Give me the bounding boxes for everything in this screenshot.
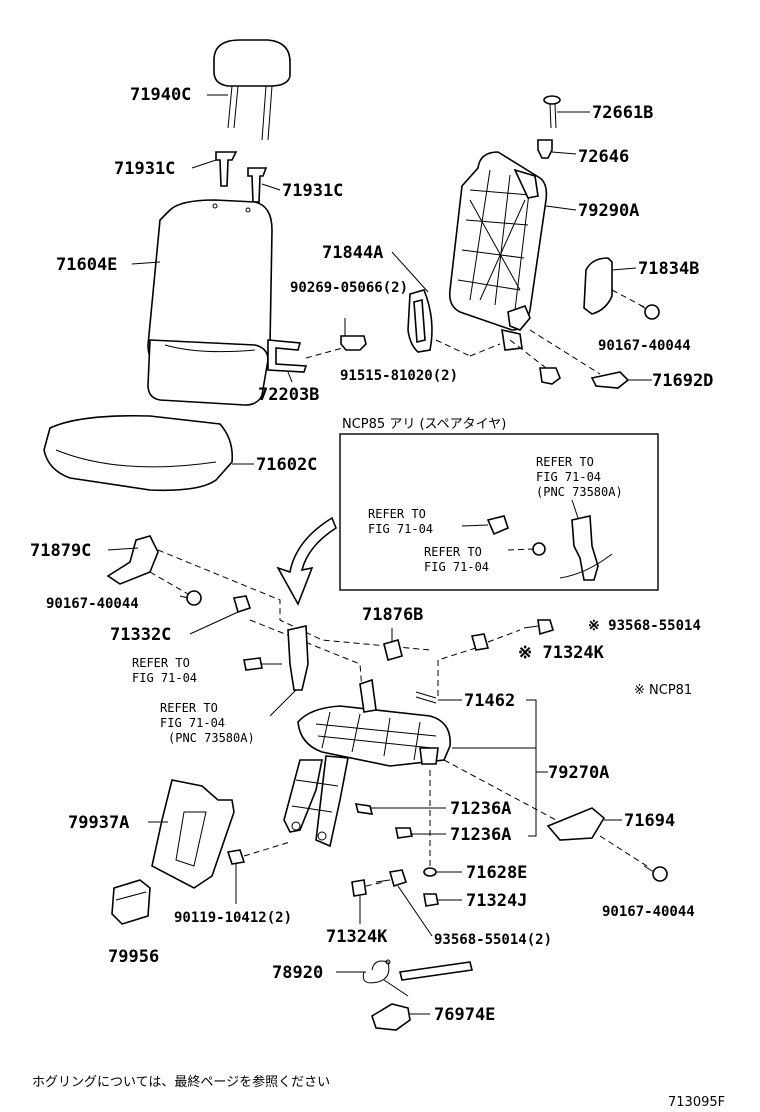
seatback-frame-79290A [448,151,548,351]
label-71602C: 71602C [256,455,317,475]
label-90167-c: 90167-40044 [602,904,695,920]
ref-buckle-line1: REFER TO [160,701,218,715]
seat-frame-79270A [283,678,451,848]
label-71324J: 71324J [466,891,527,911]
label-71462: 71462 [464,691,515,711]
label-90167-b: 90167-40044 [46,596,139,612]
label-71604E: 71604E [56,255,117,275]
label-72203B: 72203B [258,385,319,405]
label-71879C: 71879C [30,541,91,561]
cover-71692D [590,371,630,389]
seatbelt-buckle [287,625,309,691]
panel-79937A [151,779,235,889]
headrest-71940C [213,39,291,141]
washer-71628E [423,867,437,877]
washer-inset [532,542,546,556]
screw-90167-a [639,304,660,320]
clip-71876B [383,639,403,661]
label-71940C: 71940C [130,85,191,105]
label-76974E: 76974E [434,1005,495,1025]
label-71324K-a: ※ 71324K [518,643,605,663]
nut-71332C [232,595,252,614]
label-93568-a: ※ 93568-55014 [588,618,701,634]
label-71324K-b: 71324K [326,927,388,947]
cable-78920 [362,959,473,997]
ref-inset-mid-line2: FIG 71-04 [424,560,489,574]
cover-76974E [371,1003,411,1031]
ref-inset-mid-line1: REFER TO [424,545,482,559]
label-91515: 91515-81020(2) [340,368,458,384]
bolt-72661B [543,95,561,129]
nut-71324K-b [351,879,367,897]
seatbelt-buckle-inset [559,515,613,581]
label-71236A-b: 71236A [450,825,511,845]
label-71628E: 71628E [466,863,527,883]
bolt-buckle [243,657,282,671]
headrest-guide-71931C-right [247,167,268,203]
screw-90167-b [179,590,202,606]
hinge-cover-71844A [407,289,433,353]
ref-buckle-bolt-line1: REFER TO [132,656,190,670]
nut-71324J [423,893,439,907]
ref-inset-top-line1: REFER TO [536,455,594,469]
label-71692D: 71692D [652,371,713,391]
direction-arrow [276,516,337,606]
ref-buckle-bolt-line2: FIG 71-04 [132,671,197,685]
ref-inset-top-line2: FIG 71-04 [536,470,601,484]
clip-71236A-a [354,803,374,815]
inset-title: NCP85 アリ (スペアタイヤ) [342,417,506,432]
label-71844A: 71844A [322,243,383,263]
pin-90269 [340,318,367,351]
label-79290A: 79290A [578,201,639,221]
label-90119: 90119-10412(2) [174,910,292,926]
clip-71236A-b [395,827,413,839]
screw-90167-c [643,865,668,882]
figure-code: 713095F [668,1095,725,1110]
label-90167-a: 90167-40044 [598,338,691,354]
label-71876B: 71876B [362,605,423,625]
footer-note: ホグリングについては、最終ページを参照ください [32,1074,330,1090]
ref-inset-left-line1: REFER TO [368,507,426,521]
label-71931C-left: 71931C [114,159,175,179]
label-79937A: 79937A [68,813,129,833]
nut-inset [486,515,509,536]
ref-buckle-line3: (PNC 73580A) [168,731,255,745]
label-93568-b: 93568-55014(2) [434,932,552,948]
label-72646: 72646 [578,147,629,167]
screw-93568-a [523,619,554,636]
cover-71834B [583,257,613,315]
label-71834B: 71834B [638,259,699,279]
nut-72646 [537,139,553,159]
seatback-cover-71604E [147,199,273,406]
label-79270A: 79270A [548,763,609,783]
label-71236A-a: 71236A [450,799,511,819]
cover-71694 [546,807,606,841]
bolt-91515 [539,367,561,385]
label-71931C-right: 71931C [282,181,343,201]
label-79956: 79956 [108,947,159,967]
inset-ncp85-box [339,433,659,591]
screw-93568-b [375,869,408,888]
label-ncp81-note: ※ NCP81 [634,683,692,698]
part-79956 [111,879,151,925]
label-90269: 90269-05066(2) [290,280,408,296]
seat-cushion-71602C [43,414,234,492]
label-71332C: 71332C [110,625,171,645]
bracket-72203B [267,339,308,373]
ref-inset-top-line3: (PNC 73580A) [536,485,623,499]
label-72661B: 72661B [592,103,653,123]
bolt-90119 [226,849,246,865]
ref-buckle-line2: FIG 71-04 [160,716,225,730]
label-78920: 78920 [272,963,323,983]
headrest-guide-71931C-left [215,151,238,187]
label-71694: 71694 [624,811,675,831]
ref-inset-left-line2: FIG 71-04 [368,522,433,536]
bracket-71879C [106,535,159,585]
rod-71462 [415,691,437,704]
nut-71324K-a [470,633,490,651]
